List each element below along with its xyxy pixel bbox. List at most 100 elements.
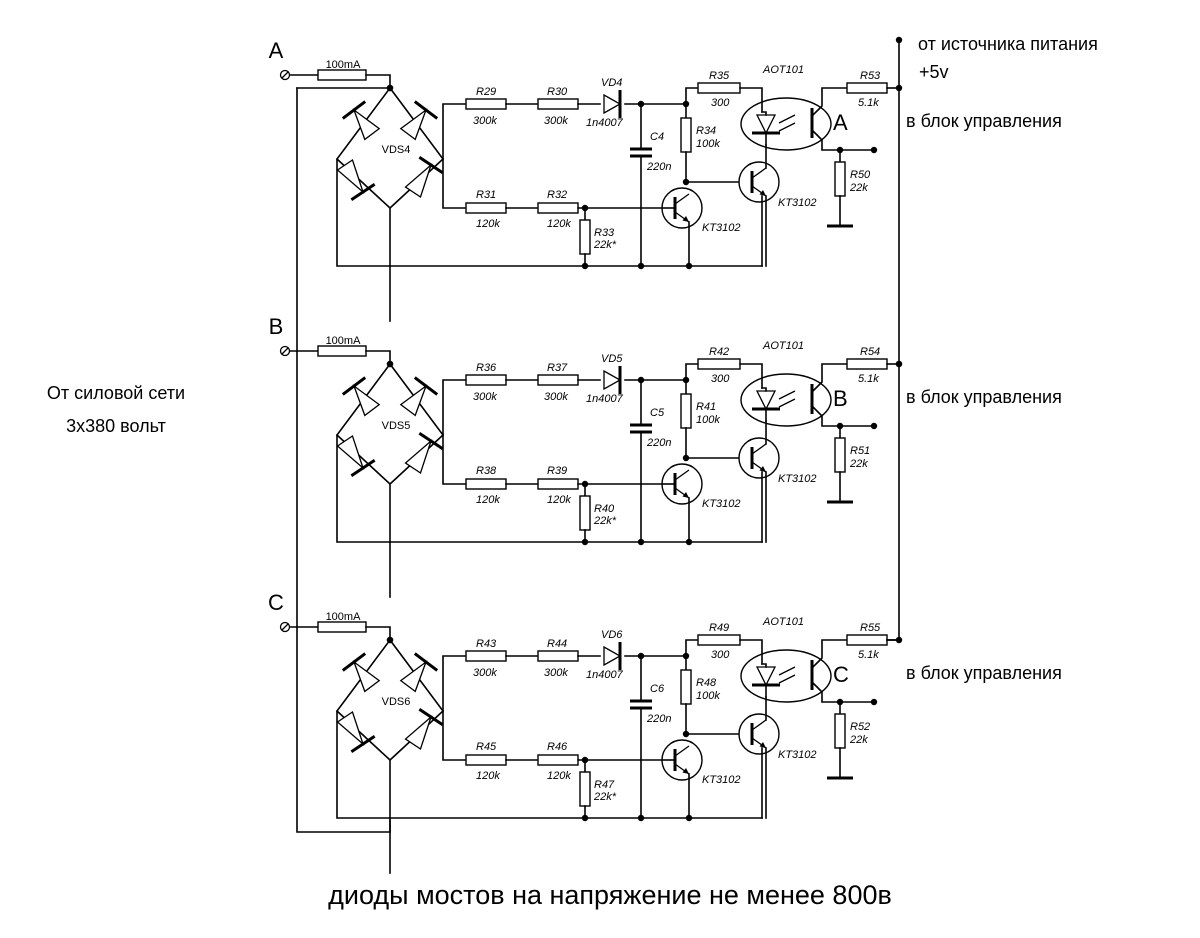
resistor-pullup-name: R53 <box>860 70 881 82</box>
power-rail-terminal <box>895 36 903 44</box>
mains-note-line2: 3х380 вольт <box>66 416 166 436</box>
diode-bar <box>418 431 444 451</box>
resistor-load-value: 22k <box>849 734 868 746</box>
junction-dot <box>685 814 693 822</box>
resistor-shunt <box>579 495 591 531</box>
supply-voltage: +5v <box>919 62 949 82</box>
transistor-q2 <box>738 437 780 479</box>
junction-dot <box>895 360 903 368</box>
capacitor-name: C6 <box>650 683 665 695</box>
transistor-q1 <box>661 463 703 505</box>
resistor-shunt-name: R40 <box>594 503 615 515</box>
resistor-base <box>680 117 692 153</box>
resistor-bottom-2-value: 120k <box>547 494 571 506</box>
transistor-q1-label: KT3102 <box>702 498 741 510</box>
transistor-q1 <box>661 739 703 781</box>
wire <box>336 434 763 543</box>
junction-dot <box>386 636 394 644</box>
resistor-top-2-value: 300k <box>544 667 568 679</box>
resistor-top-2-name: R37 <box>547 362 568 374</box>
resistor-bottom-2 <box>537 478 579 490</box>
wire <box>761 387 767 392</box>
resistor-base <box>680 669 692 705</box>
diode-triangle <box>352 384 381 417</box>
transistor-collector-lead <box>751 719 767 731</box>
channels-layer: A100mAVDS4R29300kR30300kVD41n4007C4220nR… <box>268 38 1062 874</box>
resistor-load <box>834 161 846 197</box>
transistor-collector-lead <box>674 745 690 757</box>
transistor-emitter-arrow <box>682 768 689 774</box>
resistor-pullup <box>846 358 888 370</box>
junction-dot <box>581 262 589 270</box>
resistor-top-1 <box>465 98 507 110</box>
junction-dot <box>581 814 589 822</box>
optocoupler-body <box>740 373 832 427</box>
junction-dot <box>685 262 693 270</box>
supply-label: от источника питания <box>918 34 1098 54</box>
wire <box>761 663 767 668</box>
transistor-body <box>661 463 703 505</box>
resistor-bottom-1-name: R38 <box>476 465 497 477</box>
resistor-collector-value: 300 <box>711 97 730 109</box>
fuse <box>317 345 367 357</box>
resistor-bottom-2-value: 120k <box>547 770 571 782</box>
resistor-base-value: 100k <box>696 690 720 702</box>
bridge-label: VDS4 <box>382 144 411 156</box>
wire <box>442 655 467 712</box>
output-label: в блок управления <box>906 387 1062 407</box>
optocoupler-led <box>752 666 780 687</box>
resistor-top-1-value: 300k <box>473 391 497 403</box>
resistor-load-name: R52 <box>850 721 870 733</box>
resistor-shunt <box>579 219 591 255</box>
wire <box>810 87 848 118</box>
resistor-collector-name: R35 <box>709 70 730 82</box>
capacitor-value: 220n <box>646 713 671 725</box>
resistor-base-name: R34 <box>696 125 716 137</box>
diode-triangle <box>352 660 381 693</box>
bridge-diode <box>404 707 444 751</box>
transistor-emitter-arrow <box>759 190 766 196</box>
resistor-bottom-2-value: 120k <box>547 218 571 230</box>
wire <box>336 710 763 819</box>
resistor-load-value: 22k <box>849 458 868 470</box>
wire <box>336 158 763 267</box>
diode-triangle <box>755 666 777 687</box>
diode-triangle <box>404 714 433 751</box>
resistor-bottom-1 <box>465 202 507 214</box>
wire <box>810 404 875 427</box>
transistor-q2-label: KT3102 <box>778 473 817 485</box>
resistor-pullup-value: 5.1k <box>858 649 879 661</box>
light-arrow <box>778 398 796 408</box>
diode-triangle <box>404 438 433 475</box>
output-label: в блок управления <box>906 111 1062 131</box>
transistor-collector-lead <box>751 443 767 455</box>
transistor-emitter-arrow <box>759 742 766 748</box>
optocoupler-led <box>752 114 780 135</box>
transistor-q2-label: KT3102 <box>778 197 817 209</box>
optocoupler-body <box>740 97 832 151</box>
transistor-body <box>738 713 780 755</box>
wire <box>442 103 467 160</box>
diode-bar <box>413 652 439 672</box>
resistor-pullup-name: R54 <box>860 346 880 358</box>
fuse <box>317 69 367 81</box>
phase-letter: C <box>268 590 284 615</box>
resistor-top-2 <box>537 374 579 386</box>
resistor-bottom-1-value: 120k <box>476 494 500 506</box>
wire <box>810 639 848 670</box>
resistor-shunt <box>579 771 591 807</box>
junction-dot <box>870 698 878 706</box>
resistor-pullup-value: 5.1k <box>858 97 879 109</box>
resistor-top-2 <box>537 98 579 110</box>
transistor-emitter-arrow <box>682 216 689 222</box>
wire <box>685 363 699 381</box>
transistor-emitter-arrow <box>759 466 766 472</box>
transistor-collector-lead <box>751 167 767 179</box>
bridge-diode <box>404 431 444 475</box>
diode-triangle <box>399 660 428 693</box>
transistor-q2 <box>738 713 780 755</box>
resistor-shunt-value: 22k* <box>593 239 617 251</box>
wire <box>685 639 699 657</box>
resistor-load-name: R51 <box>850 445 870 457</box>
resistor-bottom-2-name: R32 <box>547 189 567 201</box>
